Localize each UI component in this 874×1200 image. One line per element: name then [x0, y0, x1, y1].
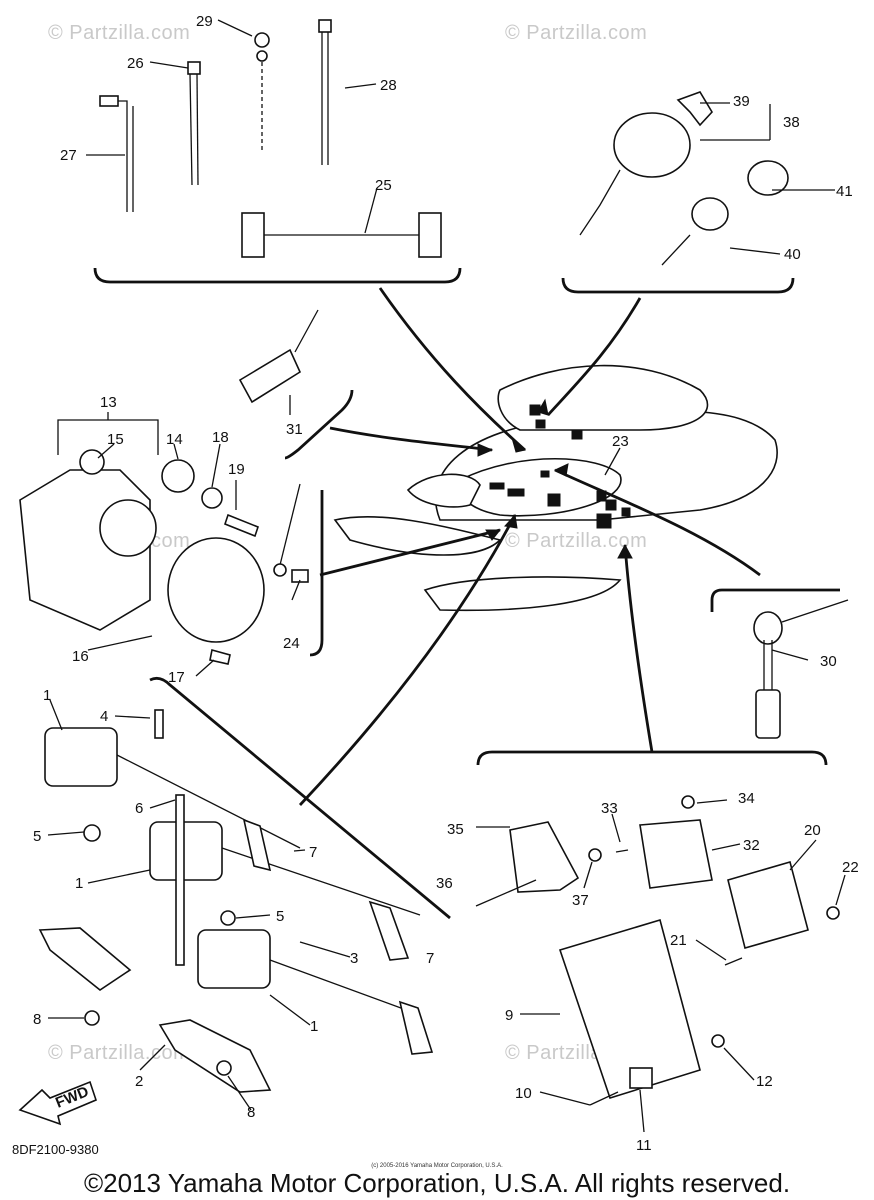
- watermark: © Partzilla.com: [505, 530, 648, 552]
- callout-35: 35: [447, 821, 464, 838]
- callout-40: 40: [784, 246, 801, 263]
- callout-13: 13: [100, 394, 117, 411]
- callout-23: 23: [612, 433, 629, 450]
- callout-39: 39: [733, 93, 750, 110]
- leader-lines: [298, 287, 761, 806]
- callout-26: 26: [127, 55, 144, 72]
- copyright-notice: ©2013 Yamaha Motor Corporation, U.S.A. A…: [83, 1168, 791, 1198]
- callout-16: 16: [72, 648, 89, 665]
- callout-25: 25: [375, 177, 392, 194]
- callout-1: 1: [43, 687, 51, 704]
- callout-31: 31: [286, 421, 303, 438]
- callout-7: 7: [309, 844, 317, 861]
- group-top-right: [561, 91, 795, 294]
- callout-1: 1: [310, 1018, 318, 1035]
- callout-36: 36: [436, 875, 453, 892]
- watermark: © Partzilla.com: [48, 22, 191, 44]
- callout-4: 4: [100, 708, 108, 725]
- part-31: [238, 309, 354, 460]
- part-30: [710, 588, 849, 739]
- callout-24: 24: [283, 635, 300, 652]
- callout-32: 32: [743, 837, 760, 854]
- callout-6: 6: [135, 800, 143, 817]
- document-code: 8DF2100-9380: [12, 1142, 99, 1157]
- callout-5: 5: [33, 828, 41, 845]
- callout-20: 20: [804, 822, 821, 839]
- callout-41: 41: [836, 183, 853, 200]
- callout-17: 17: [168, 669, 185, 686]
- callout-2: 2: [135, 1073, 143, 1090]
- callout-37: 37: [572, 892, 589, 909]
- callout-22: 22: [842, 859, 859, 876]
- callout-28: 28: [380, 77, 397, 94]
- callout-1: 1: [75, 875, 83, 892]
- callout-19: 19: [228, 461, 245, 478]
- callout-34: 34: [738, 790, 755, 807]
- callout-38: 38: [783, 114, 800, 131]
- callout-30: 30: [820, 653, 837, 670]
- callout-12: 12: [756, 1073, 773, 1090]
- callout-18: 18: [212, 429, 229, 446]
- callout-9: 9: [505, 1007, 513, 1024]
- group-electronics: [475, 750, 840, 1106]
- callout-3: 3: [350, 950, 358, 967]
- group-top-left: [93, 19, 462, 284]
- watermark: © Partzilla.com: [48, 1042, 191, 1064]
- callout-21: 21: [670, 932, 687, 949]
- callout-leaders: [47, 19, 846, 1133]
- callout-14: 14: [166, 431, 183, 448]
- callout-5: 5: [276, 908, 284, 925]
- fwd-arrow: FWD: [18, 1080, 97, 1126]
- group-coils: [38, 676, 451, 1093]
- callout-33: 33: [601, 800, 618, 817]
- callout-27: 27: [60, 147, 77, 164]
- group-starter: [19, 419, 324, 665]
- snowmobile-illustration: [333, 364, 778, 612]
- watermark: © Partzilla.com: [505, 22, 648, 44]
- callout-7: 7: [426, 950, 434, 967]
- callout-15: 15: [107, 431, 124, 448]
- tiny-credit-line: (c) 2005-2016 Yamaha Motor Corporation, …: [371, 1163, 503, 1169]
- callout-8: 8: [247, 1104, 255, 1121]
- callout-10: 10: [515, 1085, 532, 1102]
- callout-11: 11: [636, 1137, 652, 1154]
- callout-labels: 1 1 1 2 3 4 5 5 6 7 7 8 8 9 10 11 12 13 …: [33, 13, 859, 1154]
- callout-29: 29: [196, 13, 213, 30]
- callout-8: 8: [33, 1011, 41, 1028]
